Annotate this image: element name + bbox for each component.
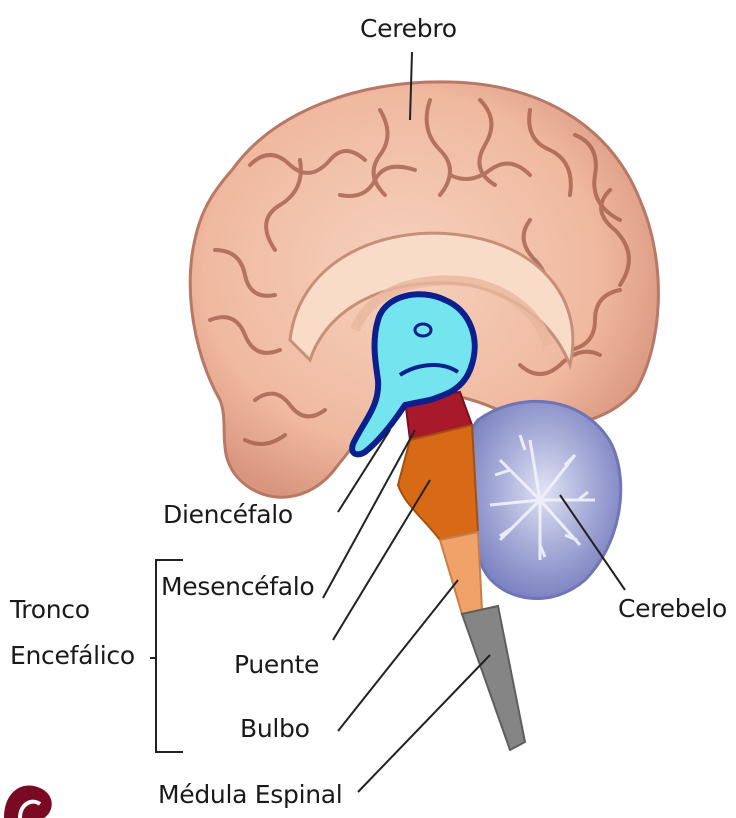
- label-bulbo: Bulbo: [240, 716, 310, 741]
- cerebellum: [467, 401, 620, 598]
- leader-medula: [358, 655, 490, 792]
- label-medula: Médula Espinal: [158, 782, 342, 807]
- label-puente: Puente: [234, 652, 319, 677]
- label-cerebelo: Cerebelo: [618, 596, 727, 621]
- label-encefalico: Encefálico: [10, 643, 135, 668]
- label-cerebro: Cerebro: [360, 16, 457, 41]
- swirl-logo-icon: [4, 786, 52, 818]
- medulla: [440, 532, 482, 614]
- leader-puente: [333, 480, 430, 640]
- pons: [398, 425, 478, 540]
- label-mesencefalo: Mesencéfalo: [161, 574, 314, 599]
- label-diencefalo: Diencéfalo: [163, 502, 293, 527]
- label-tronco: Tronco: [10, 597, 90, 622]
- spinal-cord: [462, 606, 525, 750]
